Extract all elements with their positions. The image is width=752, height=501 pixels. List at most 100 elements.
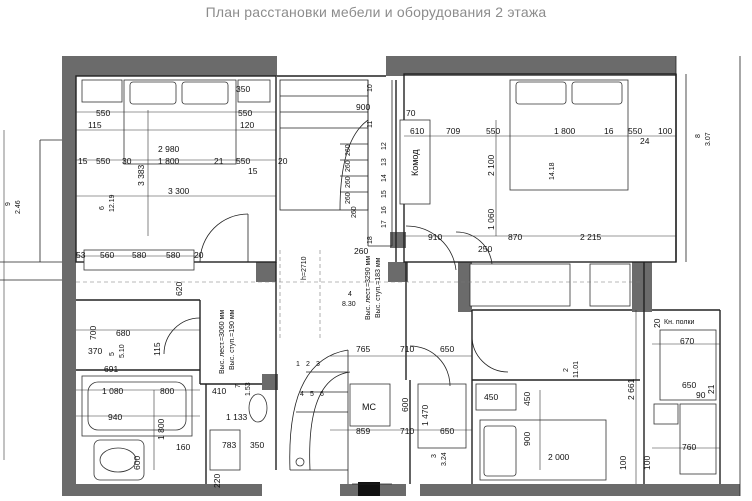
dim-label: 620 bbox=[174, 282, 184, 296]
pillow bbox=[181, 81, 229, 105]
dimension-lines bbox=[3, 110, 720, 484]
bed-room-14 bbox=[399, 79, 631, 307]
dim-label: 900 bbox=[522, 432, 532, 446]
dim-label: 410 bbox=[212, 386, 226, 396]
dim-label: 610 bbox=[410, 126, 424, 136]
dim-label: 24 bbox=[640, 136, 650, 146]
dim-label: 550 bbox=[628, 126, 642, 136]
dim-label: 580 bbox=[132, 250, 146, 260]
dim-label: 870 bbox=[508, 232, 522, 242]
dim-label: 160 bbox=[176, 442, 190, 452]
step-number: 6 bbox=[320, 391, 324, 398]
desk bbox=[475, 383, 517, 411]
room-6-area: 12.19 bbox=[109, 194, 116, 212]
step-number: 10 bbox=[367, 84, 374, 92]
dim-label: 1 800 bbox=[554, 126, 576, 136]
dim-label: 783 bbox=[222, 440, 236, 450]
dim-label: 3 300 bbox=[168, 186, 190, 196]
dim-label: 220 bbox=[212, 474, 222, 488]
wardrobe bbox=[83, 249, 195, 271]
column-bathroom bbox=[262, 374, 278, 390]
dim-label: 15 bbox=[248, 166, 258, 176]
dim-label: 550 bbox=[486, 126, 500, 136]
dim-label: 710 bbox=[400, 344, 414, 354]
shower bbox=[209, 429, 241, 471]
room-5-area: 5.10 bbox=[119, 344, 126, 358]
dim-label: 260 bbox=[354, 246, 368, 256]
wall-top-left bbox=[62, 56, 277, 76]
dim-label: 70 bbox=[406, 108, 416, 118]
dim-label: 20 bbox=[194, 250, 204, 260]
dim-label: 910 bbox=[428, 232, 442, 242]
laundry-label: МС bbox=[362, 402, 376, 412]
dim-label: 450 bbox=[522, 392, 532, 406]
room-7-number: 7 bbox=[235, 384, 242, 388]
room-2-number: 2 bbox=[563, 368, 570, 372]
room-3-area: 3.24 bbox=[441, 452, 448, 466]
page-title: План расстановки мебели и оборудования 2… bbox=[205, 4, 547, 20]
room-4-number: 4 bbox=[348, 291, 352, 298]
dim-label: 1 133 bbox=[226, 412, 248, 422]
balcony bbox=[0, 56, 741, 496]
storage bbox=[417, 383, 467, 449]
dim-label: 21 bbox=[214, 156, 224, 166]
step-number: 18 bbox=[367, 236, 374, 244]
dim-label: 2 980 bbox=[158, 144, 180, 154]
column-right bbox=[458, 262, 472, 312]
dresser bbox=[399, 119, 431, 205]
step-number: 2 bbox=[306, 361, 310, 368]
dim-label: 1 800 bbox=[156, 418, 166, 440]
nightstand bbox=[237, 79, 271, 103]
dim-label: 700 bbox=[88, 326, 98, 340]
dim-label: 21 bbox=[706, 384, 716, 394]
dresser-label: Комод bbox=[410, 149, 420, 176]
entrance-marker bbox=[352, 482, 392, 496]
dim-label: 580 bbox=[166, 250, 180, 260]
step-dim: 260 bbox=[351, 206, 358, 218]
toilet bbox=[248, 393, 268, 423]
wall-bottom-left bbox=[62, 484, 262, 496]
dim-label: 350 bbox=[236, 84, 250, 94]
dashed-lines bbox=[76, 250, 640, 340]
wall-top-corner bbox=[386, 56, 404, 74]
desk-2 bbox=[679, 403, 717, 475]
dim-label: 800 bbox=[160, 386, 174, 396]
room-9-number: 9 bbox=[5, 202, 12, 206]
wall-bottom-right bbox=[420, 484, 740, 496]
dim-label: 20 bbox=[278, 156, 288, 166]
dim-label: 3 383 bbox=[136, 164, 146, 186]
dim-label: 765 bbox=[356, 344, 370, 354]
dim-label: 859 bbox=[356, 426, 370, 436]
step-dim: 260 bbox=[345, 144, 352, 156]
exterior-walls bbox=[62, 56, 740, 496]
dim-label: 650 bbox=[682, 380, 696, 390]
dim-label: 115 bbox=[152, 342, 162, 356]
washing-machine bbox=[349, 383, 391, 427]
dim-label: 450 bbox=[484, 392, 498, 402]
pillow bbox=[515, 81, 567, 105]
dim-label: 90 bbox=[696, 390, 706, 400]
column-mid bbox=[390, 232, 406, 248]
dim-label: 100 bbox=[642, 456, 652, 470]
dim-label: 1 060 bbox=[486, 208, 496, 230]
dim-label: 560 bbox=[100, 250, 114, 260]
stair-upper bbox=[279, 79, 393, 247]
room-8-area: 3.07 bbox=[705, 132, 712, 146]
stair-lower bbox=[289, 349, 351, 484]
dim-label: 120 bbox=[240, 120, 254, 130]
dim-label: 100 bbox=[618, 456, 628, 470]
bathroom-fixtures bbox=[81, 329, 717, 481]
stair-step-numbers: 10 11 12 13 14 15 16 17 18 1 2 3 4 5 6 bbox=[296, 84, 388, 398]
room-6-number: 6 bbox=[99, 206, 106, 210]
dim-label: 370 bbox=[88, 346, 102, 356]
dimension-labels: 550 350 115 550 120 2 980 15 550 30 1 80… bbox=[76, 84, 716, 488]
room-4-area: 8.30 bbox=[342, 301, 356, 308]
dim-label: 550 bbox=[96, 108, 110, 118]
dim-label: 940 bbox=[108, 412, 122, 422]
column-far-right bbox=[632, 262, 652, 312]
pillow bbox=[571, 81, 623, 105]
dim-label: 30 bbox=[122, 156, 132, 166]
dim-label: 670 bbox=[680, 336, 694, 346]
ceiling-height: h=2710 bbox=[301, 256, 308, 280]
dim-label: 1 080 bbox=[102, 386, 124, 396]
